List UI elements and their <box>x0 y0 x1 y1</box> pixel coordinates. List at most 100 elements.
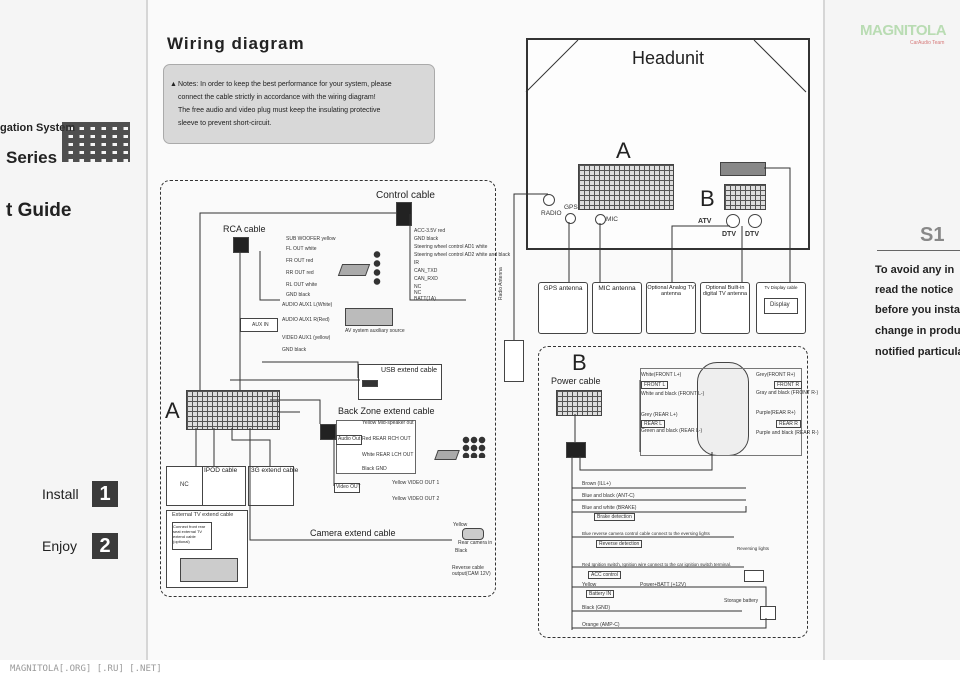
brand-logo: MAGNITOLA <box>860 22 947 39</box>
headunit-b: B <box>700 186 715 211</box>
av-source-device <box>345 308 393 326</box>
rca-plugs <box>372 250 382 286</box>
spk-11: REAR R <box>776 420 801 428</box>
page-title: Wiring diagram <box>167 34 305 53</box>
spk-9: Gray and black (FRONT R-) <box>756 390 819 396</box>
right-line-2: read the notice <box>875 284 954 296</box>
pwr-wire-15: Orange (AMP-C) <box>582 622 620 628</box>
pwr-wire-7: Reversing lights <box>737 546 770 551</box>
fold-line-right <box>823 0 825 660</box>
audio-out-label: Audio Out <box>338 436 361 442</box>
radio-antenna-plug <box>504 340 524 382</box>
brand-logo-sub: CarAudio Team <box>910 40 945 46</box>
cover-series: Series <box>6 148 58 167</box>
radio-label: RADIO <box>541 210 562 217</box>
dtv-label-2: DTV <box>745 231 759 238</box>
power-b: B <box>572 350 587 375</box>
battery-box <box>760 606 776 620</box>
cover-system: gation System <box>0 122 76 134</box>
camera-plug <box>462 528 484 540</box>
control-title: Control cable <box>376 190 435 201</box>
power-harness <box>566 442 586 458</box>
footer-bar <box>0 660 960 679</box>
camera-black: Black <box>455 548 468 554</box>
spk-12: Purple and black (REAR R-) <box>756 430 819 436</box>
audio-out-box <box>336 435 362 445</box>
left-fold <box>0 0 146 679</box>
power-panel <box>538 346 808 638</box>
ctrl-wire-2: GND black <box>414 236 439 242</box>
enjoy-number: 2 <box>92 533 118 559</box>
acc-switch <box>744 570 764 582</box>
right-line-3: before you instal <box>875 304 960 316</box>
pwr-wire-8: Red Ignition switch, Ignition wire conne… <box>582 562 732 567</box>
gps-antenna-label: GPS antenna <box>543 285 583 292</box>
pwr-wire-3: Blue and white (BRAKE) <box>582 505 637 511</box>
camera-rear-in: Rear camera in <box>458 540 493 546</box>
headunit-port-a <box>578 164 674 210</box>
rca-title: RCA cable <box>223 224 266 234</box>
usb-label: USB extend cable <box>381 367 438 374</box>
rca-label-2: FL OUT white <box>286 246 317 252</box>
right-s1: S1 <box>920 224 945 246</box>
rca-label-3: FR OUT red <box>286 258 314 264</box>
gps-antenna: GPS antenna <box>538 282 588 334</box>
spk-10: Purple(REAR R+) <box>756 410 796 416</box>
av-source-label: AV system auxiliary source <box>345 328 405 334</box>
gps-port <box>565 213 576 224</box>
control-panel <box>160 180 496 597</box>
ext-tv-note-box <box>172 522 212 550</box>
radio-port <box>543 194 555 206</box>
ext-tv-label: External TV extend cable <box>172 512 234 518</box>
install-number: 1 <box>92 481 118 507</box>
pwr-wire-11: Battery IN <box>586 590 615 598</box>
power-title: Power cable <box>551 376 601 386</box>
pwr-wire-1: Brown (ILL+) <box>582 481 611 487</box>
rca-connector <box>233 237 249 253</box>
pwr-wire-13: Storage battery <box>724 598 759 604</box>
right-line-5: notified particula <box>875 346 960 358</box>
pwr-wire-4: Brake detection <box>594 513 635 521</box>
install-label: Install <box>42 486 79 502</box>
ctrl-wire-5: IR <box>414 260 419 266</box>
camera-reverse: Reverse cable output(CAM 12V) <box>452 565 491 577</box>
footer-text: MAGNITOLA[.ORG] [.RU] [.NET] <box>10 664 162 674</box>
digital-tv-label: Optional Built-in digital TV antenna <box>702 285 748 297</box>
3g-label: 3G extend cable <box>251 467 299 474</box>
bz-label-1: Yellow Mid-speaker out <box>362 420 414 426</box>
rca-label-5: RL OUT white <box>286 282 318 288</box>
camera-yellow: Yellow <box>453 522 468 528</box>
ctrl-wire-6: CAN_TXD <box>414 268 438 274</box>
ext-tv-screens <box>180 558 238 582</box>
ipod-label: IPOD cable <box>204 467 238 474</box>
pwr-wire-2: Blue and black (ANT-C) <box>582 493 635 499</box>
ctrl-wire-7: CAN_RXD <box>414 276 438 282</box>
notes-line-2: connect the cable strictly in accordance… <box>178 94 376 101</box>
right-line-4: change in produ <box>875 325 960 337</box>
warning-icon: ▲ <box>170 81 177 88</box>
rca-label-9: VIDEO AUX1 (yellow) <box>282 335 331 341</box>
dtv-label-1: DTV <box>722 231 736 238</box>
headunit-outline <box>526 38 810 250</box>
spk-4: Grey (REAR L+) <box>641 412 678 418</box>
rca-label-4: RR OUT red <box>286 270 314 276</box>
video-out-box <box>334 483 360 493</box>
enjoy-label: Enjoy <box>42 538 78 554</box>
right-rule <box>877 250 960 251</box>
ctrl-wire-9: NC <box>414 290 422 296</box>
analog-tv-antenna: Optional Analog TV antenna <box>646 282 696 334</box>
pwr-wire-5: Blue reverse camera control cable connec… <box>582 531 710 536</box>
spk-6: Green and black (REAR L-) <box>641 428 703 434</box>
bz-label-4: Black GND <box>362 466 387 472</box>
headunit-port-b <box>724 184 766 210</box>
car-image <box>697 362 749 456</box>
analog-tv-label: Optional Analog TV antenna <box>647 285 695 297</box>
nc-box <box>166 466 204 506</box>
display-box <box>764 298 798 314</box>
atv-label: ATV <box>698 218 712 225</box>
dtv-port-2 <box>748 214 762 228</box>
headunit-a: A <box>616 138 631 163</box>
headunit-title: Headunit <box>632 48 705 68</box>
bz-video-1: Yellow VIDEO OUT 1 <box>392 480 440 486</box>
